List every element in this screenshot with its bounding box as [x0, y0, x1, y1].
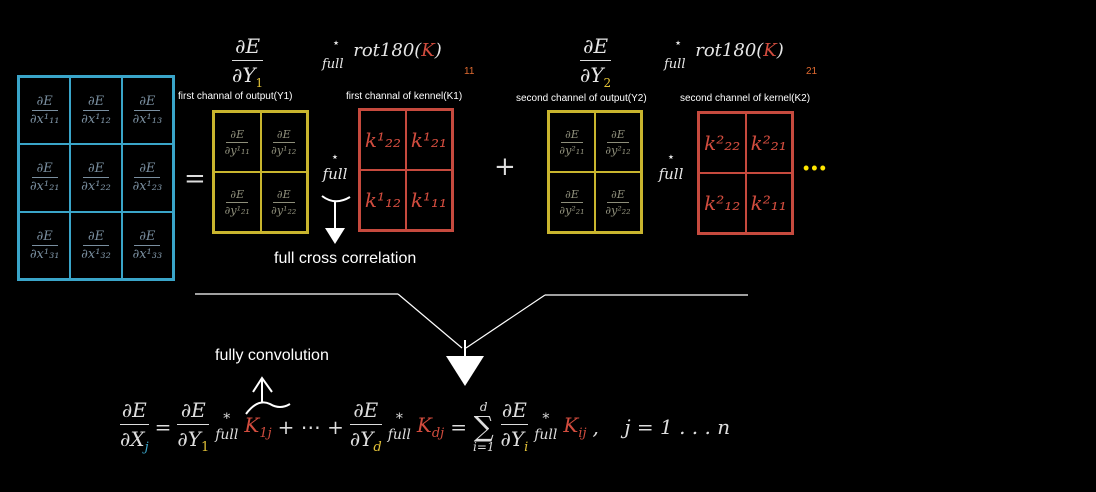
formula-equals: =: [450, 414, 467, 439]
label-first-kernel: first channal of kennel(K1): [346, 91, 463, 102]
sum-symbol: d ∑ i=1: [472, 399, 495, 454]
label-first-output: first channal of output(Y1): [178, 91, 293, 102]
funnel-line-left-diag: [397, 293, 463, 349]
star-symbol: ⋆: [332, 36, 341, 51]
fraction-bar: [580, 60, 612, 61]
rot-label: rot180(: [353, 40, 422, 61]
kdj-term: Kdj: [416, 412, 445, 441]
k1-kernel-matrix: k¹₂₂ k¹₂₁ k¹₁₂ k¹₁₁: [358, 108, 454, 232]
input-grad-cell: ∂E∂x¹₁₃: [121, 77, 173, 145]
k21-index: 21: [806, 66, 818, 77]
y1-grad-cell: ∂E∂y¹₂₁: [214, 172, 261, 232]
k2-cell: k²₂₂: [699, 113, 746, 173]
formula-equals: =: [154, 414, 172, 439]
input-gradient-matrix: ∂E∂x¹₁₁ ∂E∂x¹₁₂ ∂E∂x¹₁₃ ∂E∂x¹₂₁ ∂E∂x¹₂₂ …: [17, 75, 175, 281]
lhs-fraction: ∂E ∂Xj: [120, 398, 149, 455]
label-second-output: second channel of output(Y2): [516, 93, 647, 104]
k1-cell: k¹₂₁: [406, 110, 452, 170]
y2-grad-cell: ∂E∂y²₁₁: [549, 112, 595, 172]
term1-fraction: ∂E ∂Y1: [177, 398, 210, 455]
star-symbol: ⋆: [330, 150, 340, 165]
input-grad-cell: ∂E∂x¹₂₂: [70, 144, 122, 212]
k2-cell: k²₂₁: [745, 113, 792, 173]
input-grad-cell: ∂E∂x¹₃₂: [70, 211, 122, 279]
k1-cell: k¹₂₂: [360, 110, 406, 170]
y2-grad-cell: ∂E∂y²₁₂: [595, 112, 641, 172]
k2-cell: k²₁₁: [745, 173, 792, 233]
star-symbol: ⋆: [666, 150, 676, 165]
kij-term: Kij: [563, 412, 587, 441]
conv-operator: *full: [534, 410, 558, 443]
y1-grad-cell: ∂E∂y¹₂₂: [260, 172, 307, 232]
full-correlation-operator-2: ⋆ full: [654, 150, 688, 183]
k2-cell: k²₁₂: [699, 173, 746, 233]
label-second-kernel: second channel of kernel(K2): [680, 93, 811, 104]
rot-k: K: [763, 40, 777, 61]
y1-grad-cell: ∂E∂y¹₁₁: [214, 112, 261, 172]
header-dy1-num: ∂E: [235, 34, 261, 58]
formula-dots: + ⋯ +: [277, 414, 344, 439]
y2-grad-cell: ∂E∂y²₂₁: [549, 172, 595, 232]
k2-kernel-matrix: k²₂₂ k²₂₁ k²₁₂ k²₁₁: [697, 111, 794, 235]
header-dy1-fraction: ∂E ∂Y1: [232, 34, 264, 90]
equals-sign: =: [184, 164, 206, 194]
full-label: full: [664, 57, 686, 72]
y2-grad-cell: ∂E∂y²₂₂: [595, 172, 641, 232]
formula-range: , j = 1 . . . n: [592, 414, 731, 439]
y1-gradient-matrix: ∂E∂y¹₁₁ ∂E∂y¹₁₂ ∂E∂y¹₂₁ ∂E∂y¹₂₂: [212, 110, 309, 234]
y2-gradient-matrix: ∂E∂y²₁₁ ∂E∂y²₁₂ ∂E∂y²₂₁ ∂E∂y²₂₂: [547, 110, 643, 234]
k11-index: 11: [464, 66, 475, 77]
arrow-head-icon: [325, 228, 345, 244]
header-dy2-den: ∂Y2: [580, 63, 612, 90]
k1j-term: K1j: [244, 412, 272, 441]
ellipsis-dots: •••: [803, 158, 828, 178]
star-symbol: ⋆: [674, 36, 683, 51]
full-label: full: [322, 57, 344, 72]
full-correlation-operator-1: ⋆ full: [318, 150, 352, 183]
termd-fraction: ∂E ∂Yd: [349, 398, 382, 455]
rot-label: rot180(: [695, 40, 764, 61]
conv-operator: *full: [215, 410, 239, 443]
input-grad-cell: ∂E∂x¹₃₃: [121, 211, 173, 279]
header-dy1-den: ∂Y1: [232, 63, 264, 90]
bottom-formula: ∂E ∂Xj = ∂E ∂Y1 *full K1j + ⋯ + ∂E ∂Yd *…: [120, 398, 736, 455]
k1-cell: k¹₁₁: [406, 170, 452, 230]
full-label: full: [658, 165, 684, 183]
funnel-line-right-diag: [465, 294, 546, 349]
header-dy2-num: ∂E: [583, 34, 609, 58]
note-fully-convolution: fully convolution: [215, 347, 329, 364]
note-full-cross-correlation: full cross correlation: [274, 250, 417, 267]
input-grad-cell: ∂E∂x¹₁₂: [70, 77, 122, 145]
termi-fraction: ∂E ∂Yi: [500, 398, 529, 455]
fraction-bar: [232, 60, 264, 61]
rot-close: ): [776, 40, 784, 61]
plus-sign: +: [494, 152, 516, 182]
up-arrow-icon: [252, 376, 273, 393]
header-op2: ⋆ full rot180(K): [664, 36, 784, 72]
rot-k: K: [421, 40, 435, 61]
brace-mark: [245, 401, 291, 415]
input-grad-cell: ∂E∂x¹₂₁: [19, 144, 71, 212]
conv-operator: *full: [387, 410, 411, 443]
k1-cell: k¹₁₂: [360, 170, 406, 230]
full-label: full: [322, 165, 348, 183]
brace-mark: [321, 195, 351, 203]
input-grad-cell: ∂E∂x¹₁₁: [19, 77, 71, 145]
y1-grad-cell: ∂E∂y¹₁₂: [260, 112, 307, 172]
down-arrow-icon: [446, 356, 484, 386]
header-op1: ⋆ full rot180(K): [322, 36, 442, 72]
input-grad-cell: ∂E∂x¹₃₁: [19, 211, 71, 279]
header-dy2-fraction: ∂E ∂Y2: [580, 34, 612, 90]
rot-close: ): [434, 40, 442, 61]
input-grad-cell: ∂E∂x¹₂₃: [121, 144, 173, 212]
